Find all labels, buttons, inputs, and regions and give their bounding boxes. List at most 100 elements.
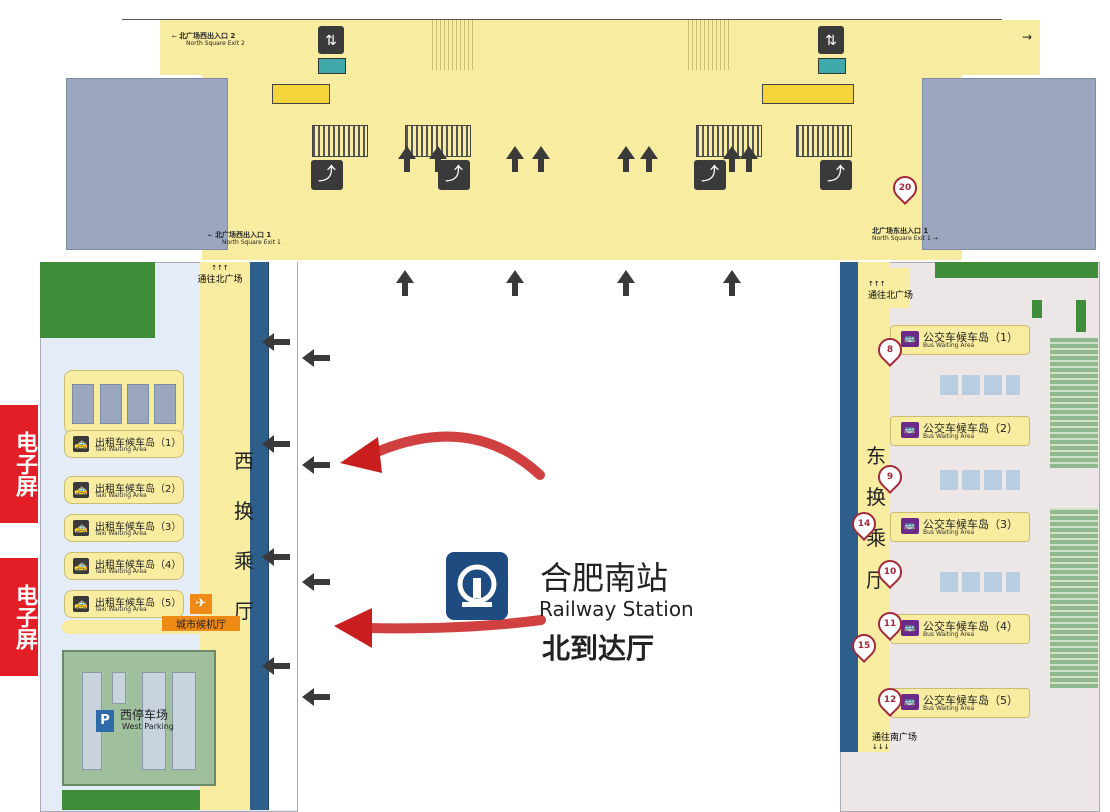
up-arrow-icon: [429, 146, 447, 172]
taxi-island-label: 出租车候车岛（4）: [95, 560, 182, 571]
bus-island-label-en: Bus Waiting Area: [923, 342, 975, 349]
to-north-square-west: ↑↑↑ 通往北广场: [190, 264, 250, 285]
pin-label: 11: [883, 619, 897, 629]
up-arrow-icon: [506, 146, 524, 172]
ramp: [272, 84, 330, 104]
exit-west1-cn: 北广场西出入口 1: [214, 231, 272, 239]
left-arrow-icon: [302, 688, 330, 706]
parking-lot: [112, 672, 126, 704]
west-corridor-lane: [268, 262, 297, 810]
taxi-icon: 🚕: [73, 520, 89, 536]
exit-east2-arrow: →: [1022, 30, 1033, 44]
west-hall-char: 乘: [234, 549, 254, 573]
west-green-field: [40, 262, 155, 338]
exit-east1-en: North Square Exit 1: [872, 235, 931, 242]
exit-east1-arrow: →: [932, 235, 938, 242]
screen-banner-lower: 电子屏: [0, 558, 38, 676]
exit-west1-label: ← 北广场西出入口 1 North Square Exit 1: [208, 231, 281, 247]
left-arrow-icon: [302, 349, 330, 367]
taxi-island-label: 出租车候车岛（3）: [95, 522, 182, 533]
elevator-icon: ⇅: [318, 26, 344, 54]
taxi-island-1[interactable]: 🚕 出租车候车岛（1） Taxi Waiting Area: [64, 430, 184, 458]
corridor-left-arrow-icon: [262, 548, 290, 566]
airplane-icon: ✈: [190, 594, 212, 614]
east-top-passage: [870, 268, 910, 308]
platform-stripes: [688, 20, 730, 70]
bus-island-4[interactable]: 🚌 公交车候车岛（4） Bus Waiting Area: [890, 614, 1030, 644]
taxi-icon: 🚕: [73, 558, 89, 574]
pin-label: 15: [857, 641, 871, 651]
ramp: [762, 84, 854, 104]
taxi-slot: [100, 384, 122, 424]
pin-label: 20: [898, 183, 912, 193]
taxi-island-label-en: Taxi Waiting Area: [95, 530, 147, 537]
escalator-icon: ⤴: [694, 160, 726, 190]
taxi-island-label: 出租车候车岛（2）: [95, 484, 182, 495]
taxi-icon: 🚕: [73, 596, 89, 612]
taxi-icon: 🚕: [73, 436, 89, 452]
exit-west2-arrow: ←: [172, 33, 178, 40]
city-terminal-label: 城市候机厅: [162, 616, 240, 631]
left-arrow-icon: [302, 573, 330, 591]
taxi-icon: 🚕: [73, 482, 89, 498]
parking-label-en: West Parking: [122, 722, 174, 731]
bus-island-label: 公交车候车岛（5）: [923, 694, 1018, 707]
arrival-hall-title: 北到达厅: [542, 632, 655, 665]
bus-bay: [940, 572, 1020, 592]
taxi-island-3[interactable]: 🚕 出租车候车岛（3） Taxi Waiting Area: [64, 514, 184, 542]
escalator-icon: ⤴: [820, 160, 852, 190]
to-north-square-label: 通往北广场: [868, 291, 914, 301]
bus-island-label: 公交车候车岛（4）: [923, 620, 1018, 633]
exit-east1-label: 北广场东出入口 1 North Square Exit 1 →: [872, 227, 938, 243]
taxi-island-label-en: Taxi Waiting Area: [95, 568, 147, 575]
bus-icon: 🚌: [901, 620, 919, 636]
pin-label: 14: [857, 519, 871, 529]
exit-east1-cn: 北广场东出入口 1: [872, 227, 929, 235]
bus-island-label: 公交车候车岛（3）: [923, 518, 1018, 531]
bus-island-label-en: Bus Waiting Area: [923, 529, 975, 536]
pin-label: 8: [886, 345, 894, 355]
bus-island-3[interactable]: 🚌 公交车候车岛（3） Bus Waiting Area: [890, 512, 1030, 542]
flow-arrow-lower: [334, 608, 546, 648]
east-parking: [1050, 508, 1098, 688]
bus-island-label-en: Bus Waiting Area: [923, 433, 975, 440]
elevator-icon: [318, 58, 346, 74]
escalator: [312, 125, 368, 157]
taxi-island-label: 出租车候车岛（5）: [95, 598, 182, 609]
up-arrow-icon: [617, 270, 635, 296]
northeast-building: [922, 78, 1096, 250]
east-tree: [1076, 300, 1086, 332]
flow-arrow-upper: [340, 431, 545, 480]
bus-bay: [940, 375, 1020, 395]
east-parking: [1050, 338, 1098, 468]
down-mini-arrows: ↓↓↓: [872, 743, 890, 751]
bus-island-2[interactable]: 🚌 公交车候车岛（2） Bus Waiting Area: [890, 416, 1030, 446]
bus-icon: 🚌: [901, 422, 919, 438]
corridor-left-arrow-icon: [262, 333, 290, 351]
bus-icon: 🚌: [901, 331, 919, 347]
bus-bay: [940, 470, 1020, 490]
taxi-island-2[interactable]: 🚕 出租车候车岛（2） Taxi Waiting Area: [64, 476, 184, 504]
west-green-field: [62, 790, 212, 810]
taxi-slot: [127, 384, 149, 424]
bus-island-label: 公交车候车岛（2）: [923, 422, 1018, 435]
bus-island-label-en: Bus Waiting Area: [923, 631, 975, 638]
up-arrow-icon: [740, 146, 758, 172]
pin-label: 10: [883, 567, 897, 577]
northwest-building: [66, 78, 228, 250]
to-south-square-east: 通往南广场 ↓↓↓: [872, 730, 917, 751]
bus-island-1[interactable]: 🚌 公交车候车岛（1） Bus Waiting Area: [890, 325, 1030, 355]
up-arrow-icon: [723, 270, 741, 296]
up-arrow-icon: [398, 146, 416, 172]
taxi-island-4[interactable]: 🚕 出租车候车岛（4） Taxi Waiting Area: [64, 552, 184, 580]
west-parking[interactable]: P 西停车场 West Parking: [62, 650, 216, 786]
bus-island-5[interactable]: 🚌 公交车候车岛（5） Bus Waiting Area: [890, 688, 1030, 718]
bus-icon: 🚌: [901, 518, 919, 534]
taxi-island-5[interactable]: 🚕 出租车候车岛（5） Taxi Waiting Area: [64, 590, 184, 618]
taxi-island-label-en: Taxi Waiting Area: [95, 606, 147, 613]
city-terminal[interactable]: ✈ 城市候机厅: [162, 594, 240, 631]
parking-lot: [172, 672, 196, 770]
to-north-square-label: 通往北广场: [197, 275, 243, 285]
elevator-icon: [818, 58, 846, 74]
elevator-icon: ⇅: [818, 26, 844, 54]
